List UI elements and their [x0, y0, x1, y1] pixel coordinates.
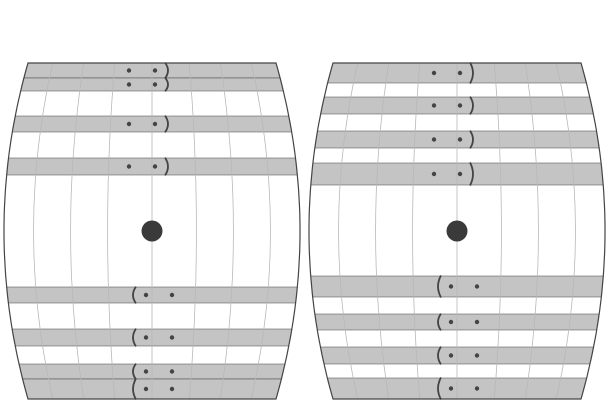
- band-dot: [431, 70, 437, 76]
- band-dot: [457, 70, 463, 76]
- band-dot: [143, 369, 149, 374]
- band-dot: [474, 353, 480, 358]
- meridian-line: [250, 62, 271, 400]
- band-arc-right: [469, 96, 474, 115]
- band-dot: [152, 121, 158, 127]
- band-arc-left: [437, 275, 442, 298]
- band-dot: [143, 386, 149, 392]
- band-dot: [457, 171, 463, 177]
- band-arc-right: [164, 77, 169, 92]
- band-dot: [152, 68, 158, 73]
- meridian-line: [107, 62, 116, 400]
- panel-left: [3, 62, 301, 400]
- band-dot: [169, 335, 175, 340]
- band-dot: [431, 137, 437, 142]
- band-arc-left: [132, 328, 137, 347]
- band-dot: [169, 369, 175, 374]
- band-dot: [431, 171, 437, 177]
- band-dot: [448, 319, 454, 325]
- meridian-line: [70, 62, 85, 400]
- band-dot: [474, 284, 480, 289]
- band-dot: [126, 82, 132, 87]
- band-dot: [474, 386, 480, 391]
- band-arc-left: [437, 313, 442, 331]
- band-dot: [126, 164, 132, 169]
- center-dot: [446, 220, 468, 242]
- band-dot: [152, 82, 158, 87]
- meridian-line: [33, 62, 54, 400]
- band-arc-right: [469, 62, 474, 84]
- band-dot: [448, 284, 454, 289]
- band-dot: [152, 164, 158, 169]
- band-dot: [143, 335, 149, 340]
- meridian-line: [375, 62, 390, 400]
- band-arc-left: [437, 377, 442, 400]
- band-dot: [474, 319, 480, 325]
- band-dot: [457, 137, 463, 142]
- band-arc-left: [132, 286, 137, 304]
- band-arc-right: [164, 157, 169, 176]
- band-dot: [126, 121, 132, 127]
- band-arc-left: [437, 346, 442, 365]
- band-dot: [448, 353, 454, 358]
- meridian-line: [524, 62, 539, 400]
- band-dot: [169, 386, 175, 392]
- meridian-line: [555, 62, 576, 400]
- band-dot: [126, 68, 132, 73]
- meridian-line: [412, 62, 421, 400]
- meridian-line: [493, 62, 502, 400]
- meridian-line: [188, 62, 197, 400]
- barrel-outline: [3, 62, 301, 400]
- band-arc-right: [469, 162, 474, 186]
- meridian-line: [219, 62, 234, 400]
- panel-right: [308, 62, 606, 400]
- band-dot: [457, 103, 463, 108]
- band-arc-right: [164, 62, 169, 79]
- band-dot: [431, 103, 437, 108]
- band-arc-right: [164, 115, 169, 133]
- band-arc-left: [132, 363, 137, 380]
- center-dot: [141, 220, 163, 242]
- band-arc-right: [469, 130, 474, 149]
- barrel-outline: [308, 62, 606, 400]
- band-dot: [143, 292, 149, 298]
- band-dot: [448, 386, 454, 391]
- band-dot: [169, 292, 175, 298]
- band-arc-left: [132, 378, 137, 400]
- meridian-line: [338, 62, 359, 400]
